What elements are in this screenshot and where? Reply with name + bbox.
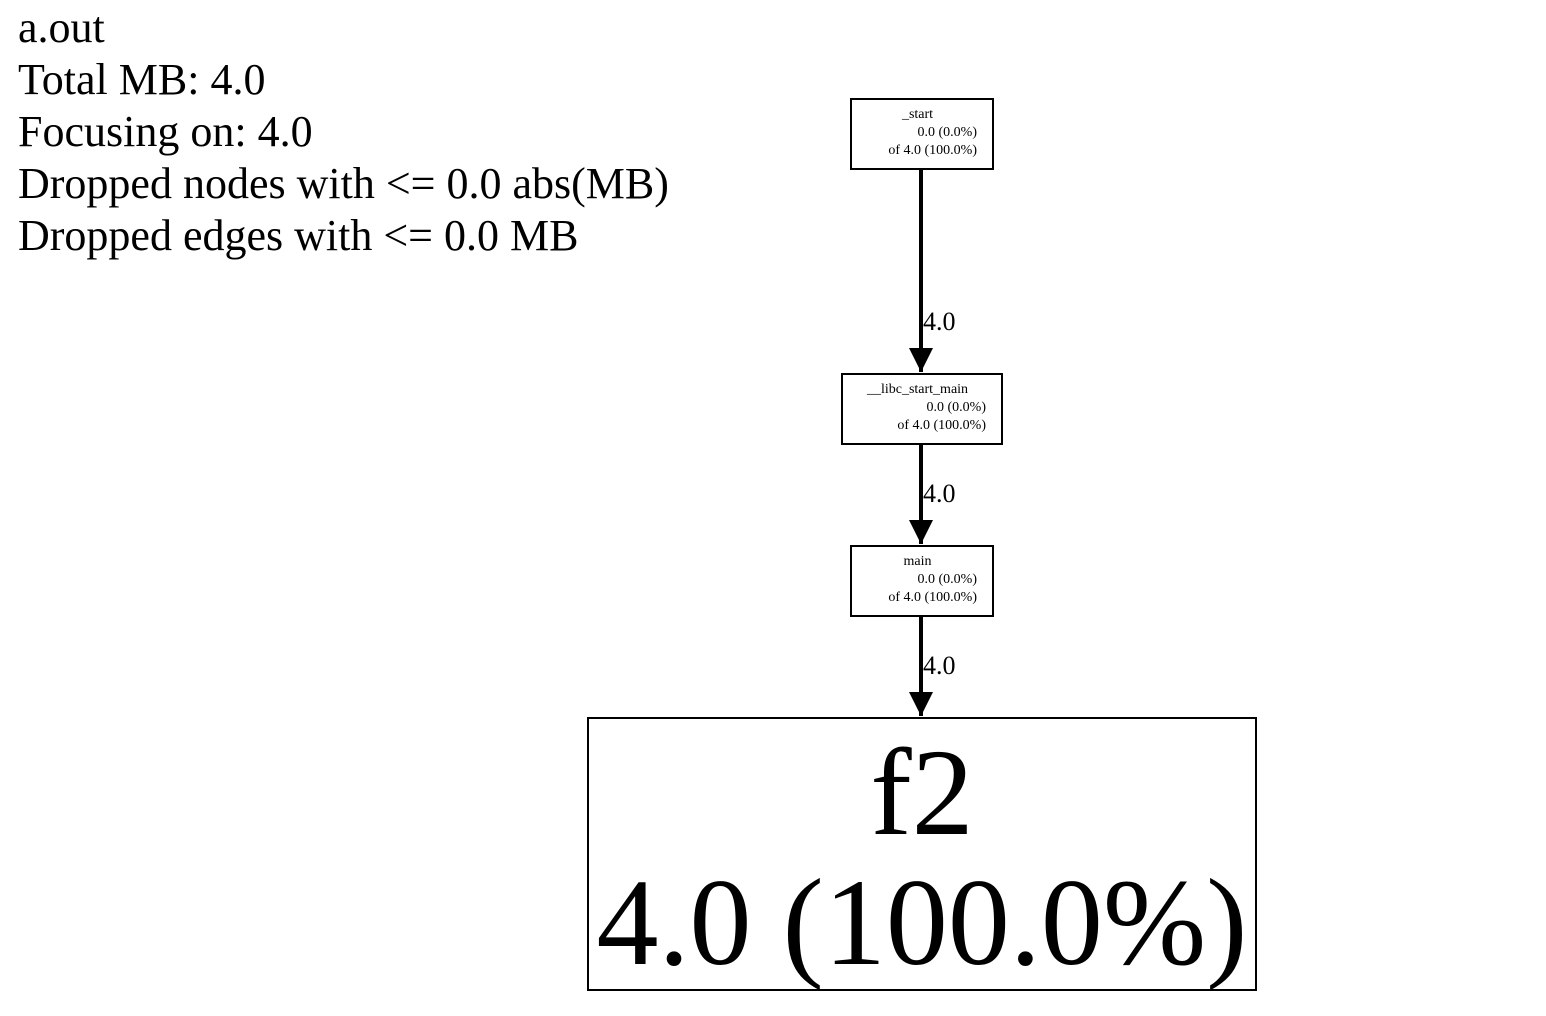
total-mb: Total MB: 4.0 [18,55,266,104]
node-libc-start-main-flat: 0.0 (0.0%) [926,400,987,415]
node-start-name: _start [901,107,934,122]
program-name: a.out [18,3,105,52]
node-main[interactable]: main 0.0 (0.0%) of 4.0 (100.0%) [850,545,994,617]
node-f2-flat: 4.0 (100.0%) [596,854,1248,991]
node-start-flat: 0.0 (0.0%) [917,125,978,140]
node-start-cum: of 4.0 (100.0%) [888,143,977,158]
focusing-on: Focusing on: 4.0 [18,107,313,156]
profile-header: a.out Total MB: 4.0 Focusing on: 4.0 Dro… [18,2,669,262]
edge-label-main-f2: 4.0 [923,651,956,680]
node-main-name: main [903,554,932,569]
edge-label-start-libc: 4.0 [923,307,956,336]
node-f2[interactable]: f2 4.0 (100.0%) [587,717,1257,991]
node-f2-name: f2 [870,724,974,861]
node-main-cum: of 4.0 (100.0%) [888,590,977,605]
node-main-flat: 0.0 (0.0%) [917,572,978,587]
node-libc-start-main-cum: of 4.0 (100.0%) [897,418,986,433]
dropped-edges-note: Dropped edges with <= 0.0 MB [18,211,579,260]
node-libc-start-main-name: __libc_start_main [866,382,969,397]
edge-label-libc-main: 4.0 [923,479,956,508]
node-libc-start-main[interactable]: __libc_start_main 0.0 (0.0%) of 4.0 (100… [841,373,1003,445]
dropped-nodes-note: Dropped nodes with <= 0.0 abs(MB) [18,159,669,208]
node-start[interactable]: _start 0.0 (0.0%) of 4.0 (100.0%) [850,98,994,170]
